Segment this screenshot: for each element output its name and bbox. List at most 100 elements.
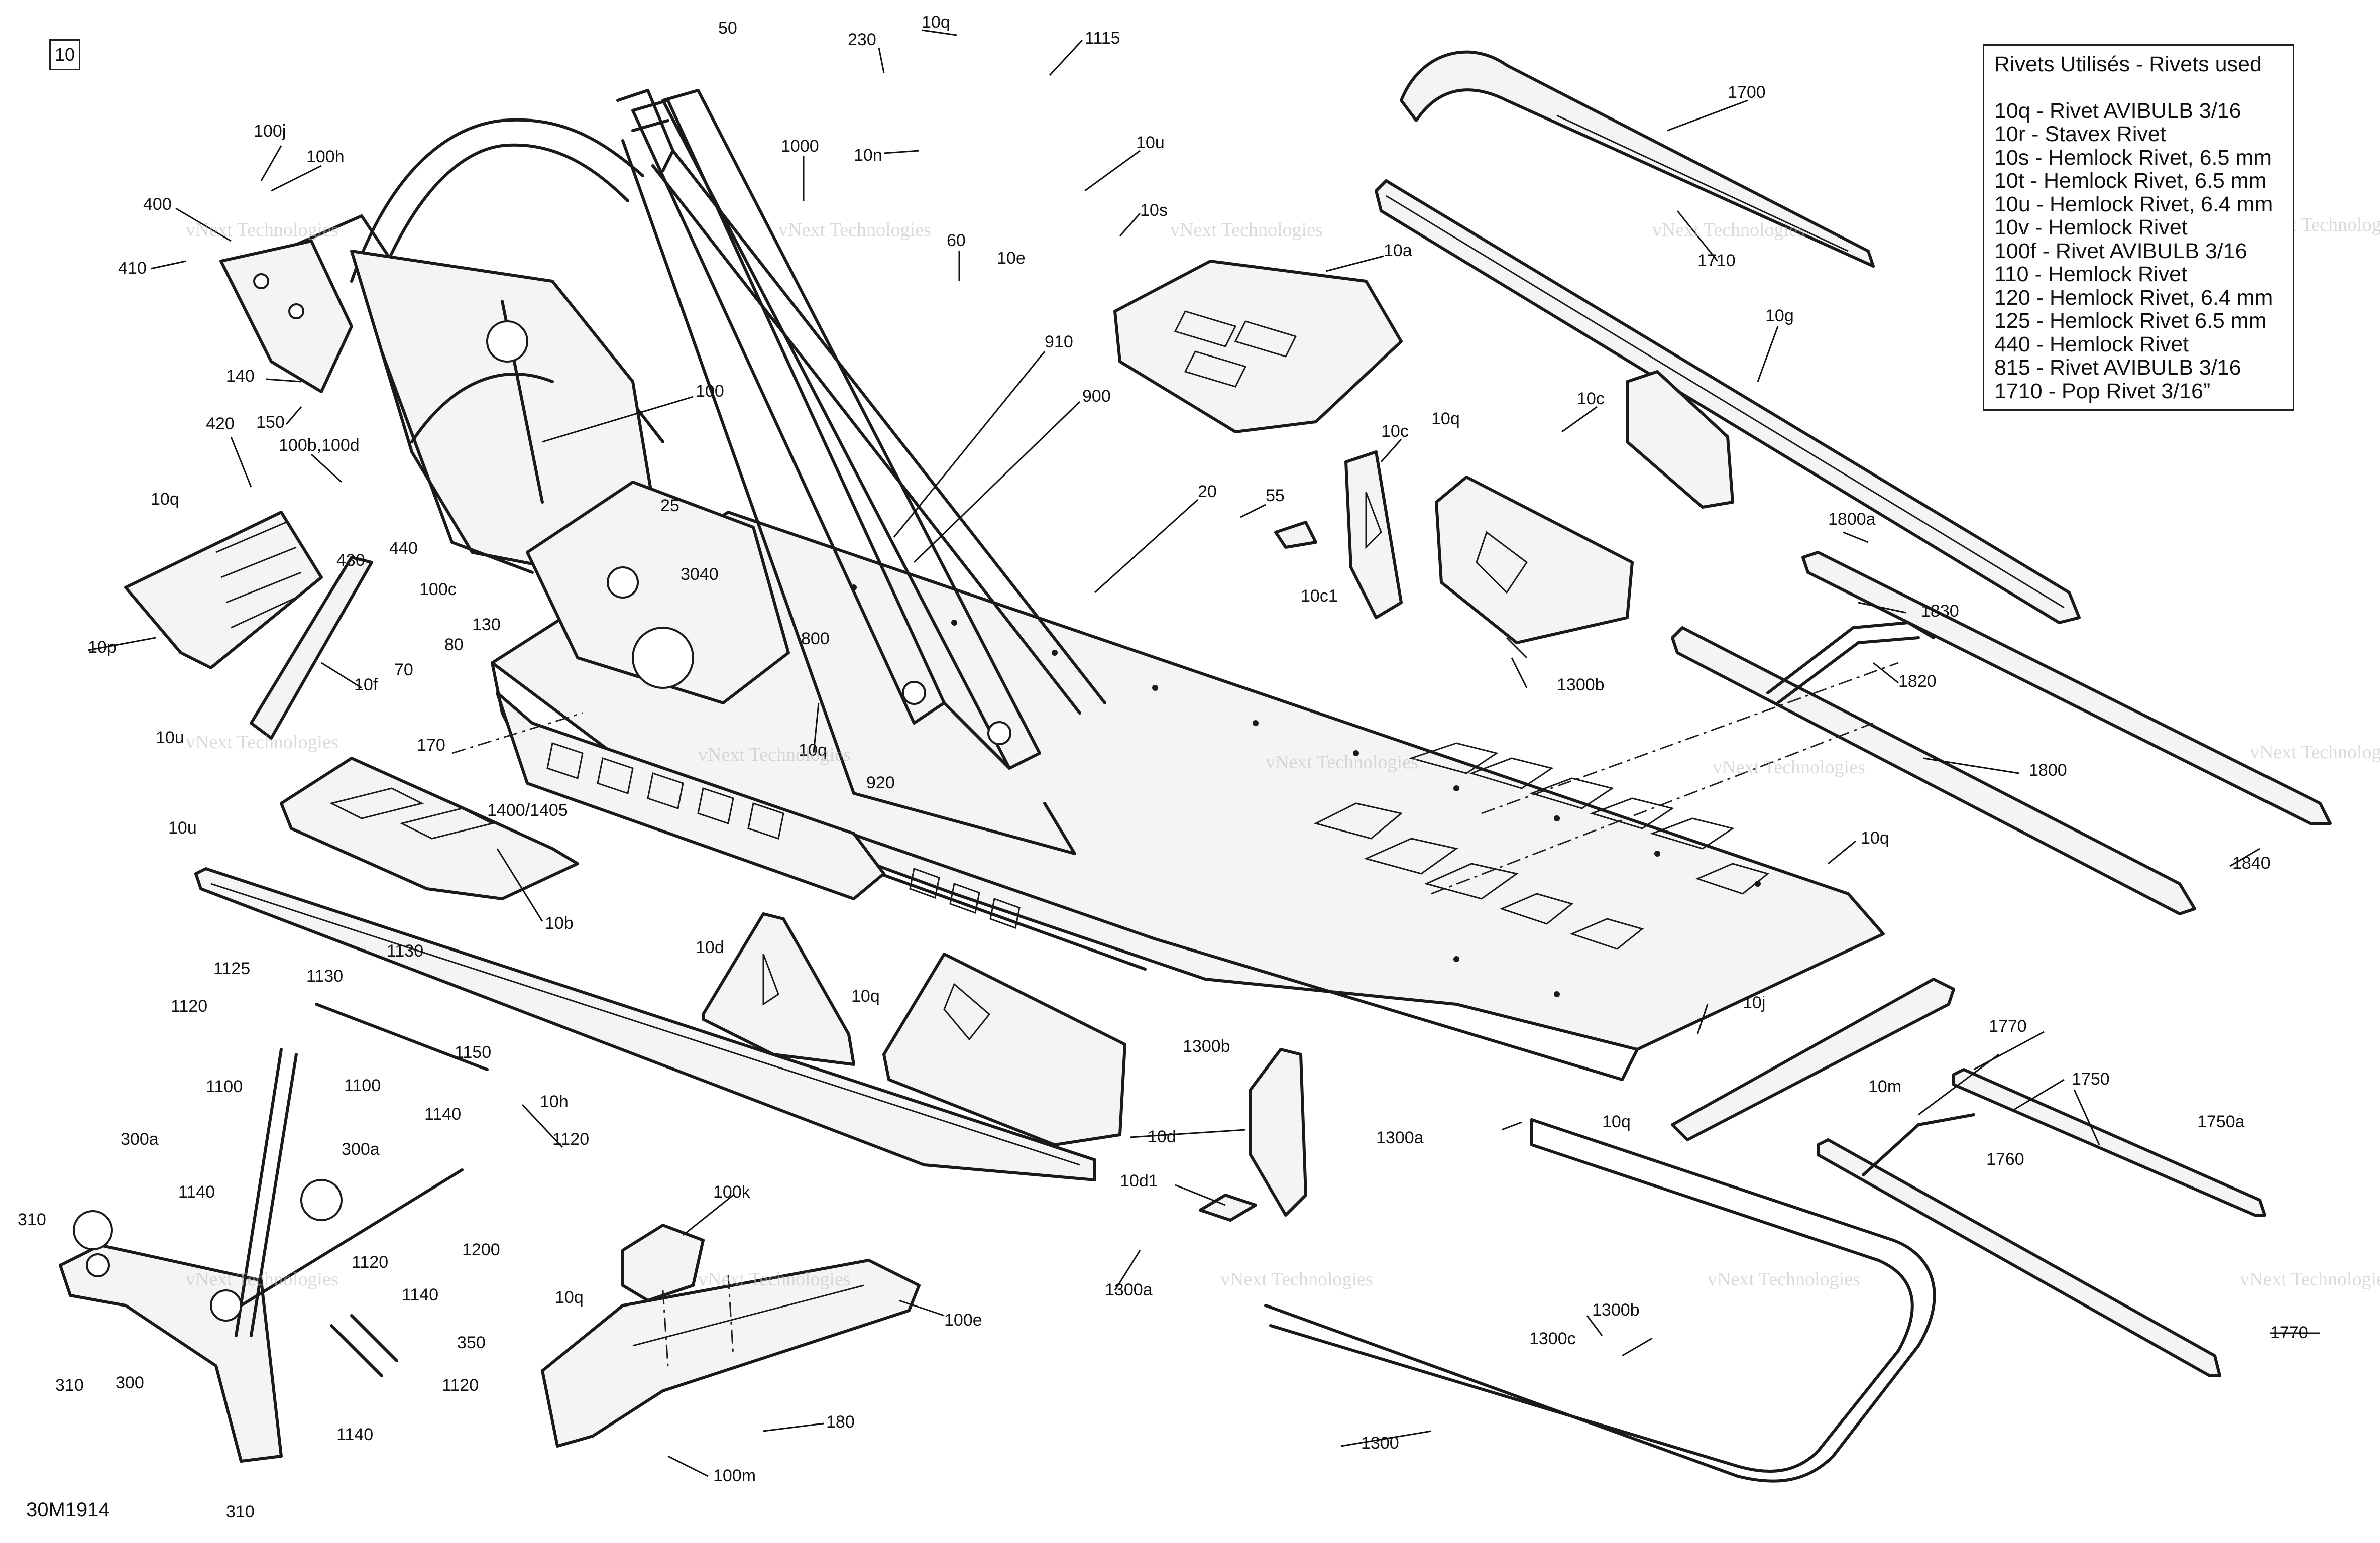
- callout-label: 10s: [1140, 201, 1168, 220]
- side-cutouts: [546, 742, 1021, 929]
- watermark: vNext Technologies: [1713, 757, 1865, 778]
- callout-label: 1300a: [1105, 1280, 1153, 1299]
- callout-label: 1760: [1986, 1150, 2024, 1169]
- callout-label: 10n: [854, 146, 882, 165]
- tray-10a: [1113, 260, 1403, 433]
- callout-label: 10h: [540, 1092, 569, 1111]
- watermark: vNext Technologies: [186, 732, 338, 753]
- callout-label: 180: [826, 1412, 855, 1432]
- callout-label: 400: [143, 195, 172, 214]
- callout-label: 1000: [781, 137, 819, 156]
- callout-label: 10u: [1136, 133, 1165, 152]
- legend-item: 10v - Hemlock Rivet: [1994, 215, 2188, 240]
- watermark: vNext Technologies: [1220, 1269, 1373, 1290]
- callout-label: 10c: [1577, 389, 1605, 408]
- callout-label: 10q: [922, 13, 950, 32]
- callout-label: 310: [18, 1210, 46, 1229]
- watermark: vNext Technologies: [778, 219, 931, 241]
- callout-label: 1770: [1989, 1017, 2027, 1036]
- callout-label: 1800: [2029, 761, 2067, 780]
- rail-1800: [1671, 551, 2332, 915]
- callout-label: 1750: [2072, 1070, 2110, 1089]
- callout-label: 1140: [424, 1105, 461, 1124]
- tunnel-cutouts: [1313, 742, 1770, 950]
- watermark: vNext Technologies: [1652, 219, 1805, 241]
- callout-label: 100k: [713, 1182, 751, 1202]
- callout-label: 310: [55, 1376, 84, 1395]
- legend-item: 10s - Hemlock Rivet, 6.5 mm: [1994, 145, 2272, 170]
- callout-label: 310: [226, 1502, 255, 1521]
- callout-label: 1120: [442, 1376, 479, 1395]
- callout-label: 430: [336, 551, 365, 570]
- callout-label: 1700: [1728, 83, 1766, 102]
- callout-label: 10q: [799, 741, 827, 760]
- callout-label: 1300c: [1529, 1329, 1576, 1348]
- page-number-box: 10: [49, 39, 80, 70]
- bumper-1300: [1264, 1118, 1936, 1483]
- callout-label: 1120: [171, 997, 207, 1016]
- callout-label: 1130: [387, 941, 423, 961]
- callout-label: 10a: [1384, 241, 1412, 260]
- watermark: vNext Technologies: [2250, 742, 2380, 763]
- callout-label: 1120: [352, 1253, 388, 1272]
- callout-label: 100h: [306, 147, 345, 166]
- callout-label: 1800a: [1828, 510, 1876, 529]
- legend-item: 10q - Rivet AVIBULB 3/16: [1994, 98, 2241, 123]
- rail-10g: [1375, 179, 2081, 624]
- legend-item: 120 - Hemlock Rivet, 6.4 mm: [1994, 285, 2273, 310]
- callout-label: 10u: [168, 818, 197, 838]
- callout-label: 10c1: [1301, 586, 1338, 606]
- watermark: vNext Technologies: [1708, 1269, 1860, 1290]
- legend-item: 10t - Hemlock Rivet, 6.5 mm: [1994, 169, 2267, 193]
- callout-label: 10q: [1861, 828, 1889, 848]
- callout-label: 10d: [1148, 1127, 1176, 1146]
- callout-label: 10g: [1765, 306, 1794, 325]
- callout-label: 100m: [713, 1466, 756, 1485]
- watermark: vNext Technologies: [186, 219, 338, 241]
- callout-label: 10e: [997, 249, 1026, 268]
- callout-label: 1300b: [1183, 1037, 1230, 1056]
- rail-10m: [1671, 978, 1955, 1141]
- watermark: vNext Technologies: [1170, 219, 1323, 241]
- callout-label: 1140: [336, 1425, 373, 1444]
- callout-label: 300a: [121, 1130, 159, 1149]
- callout-label: 1140: [178, 1182, 215, 1202]
- rivets-legend: Rivets Utilisés - Rivets used 10q - Rive…: [1983, 44, 2294, 411]
- legend-item: 440 - Hemlock Rivet: [1994, 332, 2189, 357]
- callout-label: 130: [472, 615, 501, 634]
- callout-label: 10u: [156, 728, 184, 747]
- callout-label: 350: [457, 1333, 486, 1352]
- watermark: vNext Technologies: [698, 1269, 851, 1290]
- callout-label: 300a: [342, 1140, 380, 1159]
- bracket-10b: [280, 757, 579, 900]
- callout-label: 910: [1045, 332, 1073, 351]
- callout-label: 1100: [344, 1076, 381, 1095]
- callout-labels: 50 230 10q 1115 100j 100h 400 410 10n 10…: [18, 13, 2308, 1521]
- callout-label: 10j: [1743, 993, 1765, 1012]
- callout-label: 1150: [455, 1043, 491, 1062]
- callout-label: 10c: [1381, 422, 1409, 441]
- callout-label: 440: [389, 539, 418, 558]
- tunnel-assembly: [491, 511, 1885, 1081]
- callout-label: 1200: [462, 1240, 500, 1259]
- callout-label: 100: [696, 382, 724, 401]
- callout-label: 1820: [1898, 672, 1937, 691]
- brackets-10d: [702, 912, 1307, 1222]
- callout-label: 3040: [681, 565, 719, 584]
- callout-label: 230: [848, 30, 876, 49]
- callout-label: 100c: [419, 580, 457, 599]
- callout-label: 300: [116, 1373, 144, 1392]
- callout-label: 10q: [1431, 409, 1460, 428]
- bracket-100e: [541, 1224, 921, 1448]
- callout-label: 60: [947, 231, 966, 250]
- legend-item: 815 - Rivet AVIBULB 3/16: [1994, 355, 2241, 380]
- rail-10h: [194, 867, 1096, 1181]
- callout-label: 50: [718, 19, 737, 38]
- callout-label: 900: [1082, 387, 1111, 406]
- legend-item: 100f - Rivet AVIBULB 3/16: [1994, 239, 2247, 263]
- legend-item: 110 - Hemlock Rivet: [1994, 262, 2187, 286]
- callout-label: 150: [256, 413, 285, 432]
- diagram-code: 30M1914: [26, 1499, 110, 1521]
- callout-label: 1830: [1921, 602, 1959, 621]
- callout-label: 10d1: [1120, 1171, 1158, 1191]
